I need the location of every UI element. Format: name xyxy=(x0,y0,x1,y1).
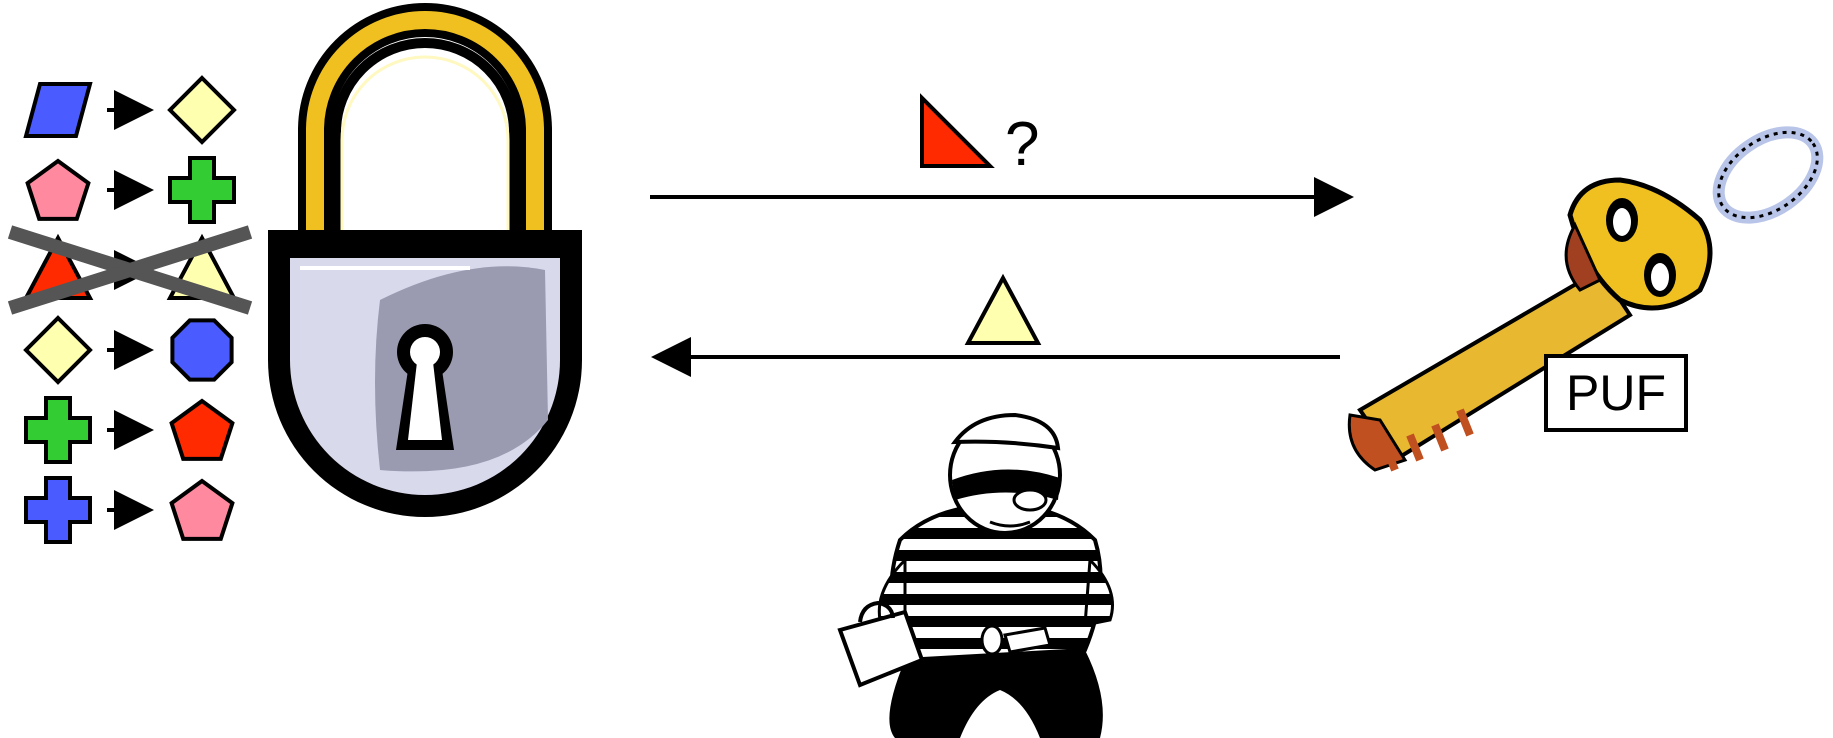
key-icon xyxy=(1347,126,1824,472)
response-shape-pentagon xyxy=(169,398,235,461)
puf-label-box: PUF xyxy=(1544,354,1688,432)
crp-row xyxy=(7,225,253,315)
puf-label: PUF xyxy=(1566,365,1666,421)
burglar-icon xyxy=(837,412,1114,738)
challenge-shape-parallelogram xyxy=(23,82,93,138)
response-shape-cross xyxy=(168,156,236,224)
challenge-triangle xyxy=(920,93,995,168)
crp-row xyxy=(23,75,237,145)
challenge-response-table xyxy=(7,75,253,544)
response-shape-octagon xyxy=(170,318,234,382)
response-message xyxy=(651,273,1340,377)
challenge-shape-pentagon xyxy=(25,158,91,221)
cross-out-line xyxy=(7,225,253,315)
crp-row xyxy=(24,396,235,464)
crp-row xyxy=(25,156,236,224)
response-shape-pentagon xyxy=(169,478,235,541)
challenge-message: ? xyxy=(650,93,1354,217)
challenge-shape-diamond xyxy=(23,315,93,385)
challenge-shape-cross xyxy=(24,396,92,464)
padlock-icon xyxy=(268,3,582,517)
response-shape-diamond xyxy=(167,75,237,145)
crp-row xyxy=(23,315,234,385)
challenge-shape-cross xyxy=(24,476,92,544)
response-triangle xyxy=(964,273,1042,345)
crp-row xyxy=(24,476,235,544)
challenge-question-mark: ? xyxy=(1005,110,1039,179)
